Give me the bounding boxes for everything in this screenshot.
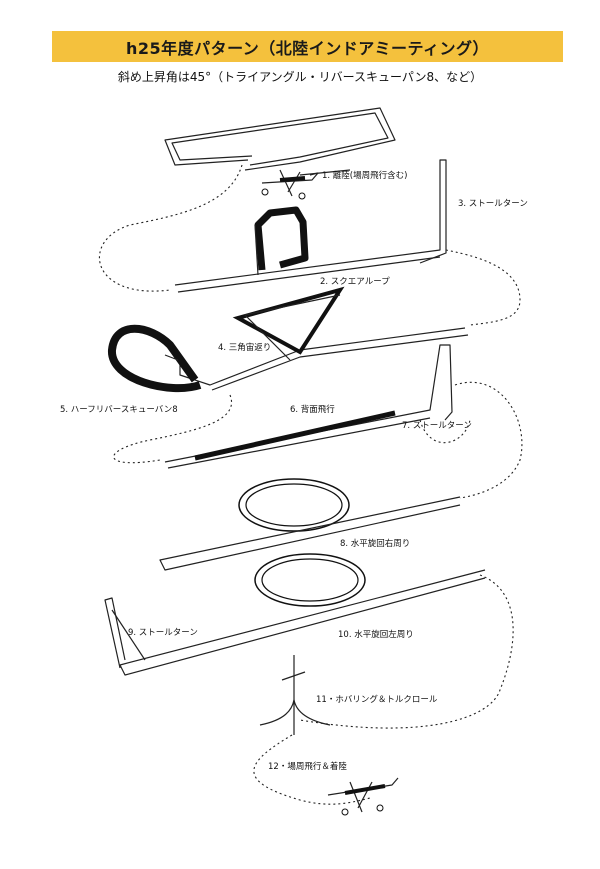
label-12: 12・場周飛行＆着陸 bbox=[268, 761, 347, 772]
maneuver-5-path bbox=[108, 324, 202, 392]
maneuver-10-path bbox=[119, 553, 486, 676]
maneuver-6-path bbox=[164, 344, 453, 469]
label-5: 5. ハーフリバースキューバン8 bbox=[60, 405, 178, 415]
maneuver-1-path bbox=[99, 107, 396, 292]
label-11: 11・ホバリング＆トルクロール bbox=[316, 694, 438, 705]
airplane-landing-icon bbox=[327, 777, 399, 816]
link-3-4 bbox=[445, 249, 521, 326]
link-11-12 bbox=[253, 734, 371, 805]
label-6: 6. 背面飛行 bbox=[290, 404, 335, 415]
maneuver-11-path bbox=[259, 655, 331, 735]
label-4: 4. 三角宙返り bbox=[218, 342, 271, 353]
link-7 bbox=[419, 419, 471, 444]
maneuver-8-path bbox=[159, 478, 461, 571]
link-7-8 bbox=[454, 381, 523, 499]
link-10-11 bbox=[299, 574, 514, 729]
page-title: h25年度パターン（北陸インドアミーティング） bbox=[125, 38, 490, 58]
label-10: 10. 水平旋回左周り bbox=[338, 629, 414, 640]
maneuver-9-path bbox=[104, 597, 146, 669]
label-2: 2. スクエアループ bbox=[320, 277, 390, 287]
maneuver-2-path bbox=[174, 159, 447, 293]
title-banner: h25年度パターン（北陸インドアミーティング） bbox=[52, 31, 563, 62]
label-9: 9. ストールターン bbox=[128, 628, 198, 638]
page-subtitle: 斜め上昇角は45°（トライアングル・リバースキューパン8、など） bbox=[117, 70, 483, 84]
label-3: 3. ストールターン bbox=[458, 199, 528, 209]
airplane-takeoff-icon bbox=[261, 169, 319, 200]
label-8: 8. 水平旋回右周り bbox=[340, 538, 410, 549]
label-7: 7. ストールターン bbox=[402, 421, 472, 431]
label-1: 1. 離陸(場周飛行含む) bbox=[322, 170, 407, 181]
link-5-6 bbox=[113, 394, 233, 464]
maneuver-4-path bbox=[179, 286, 469, 391]
